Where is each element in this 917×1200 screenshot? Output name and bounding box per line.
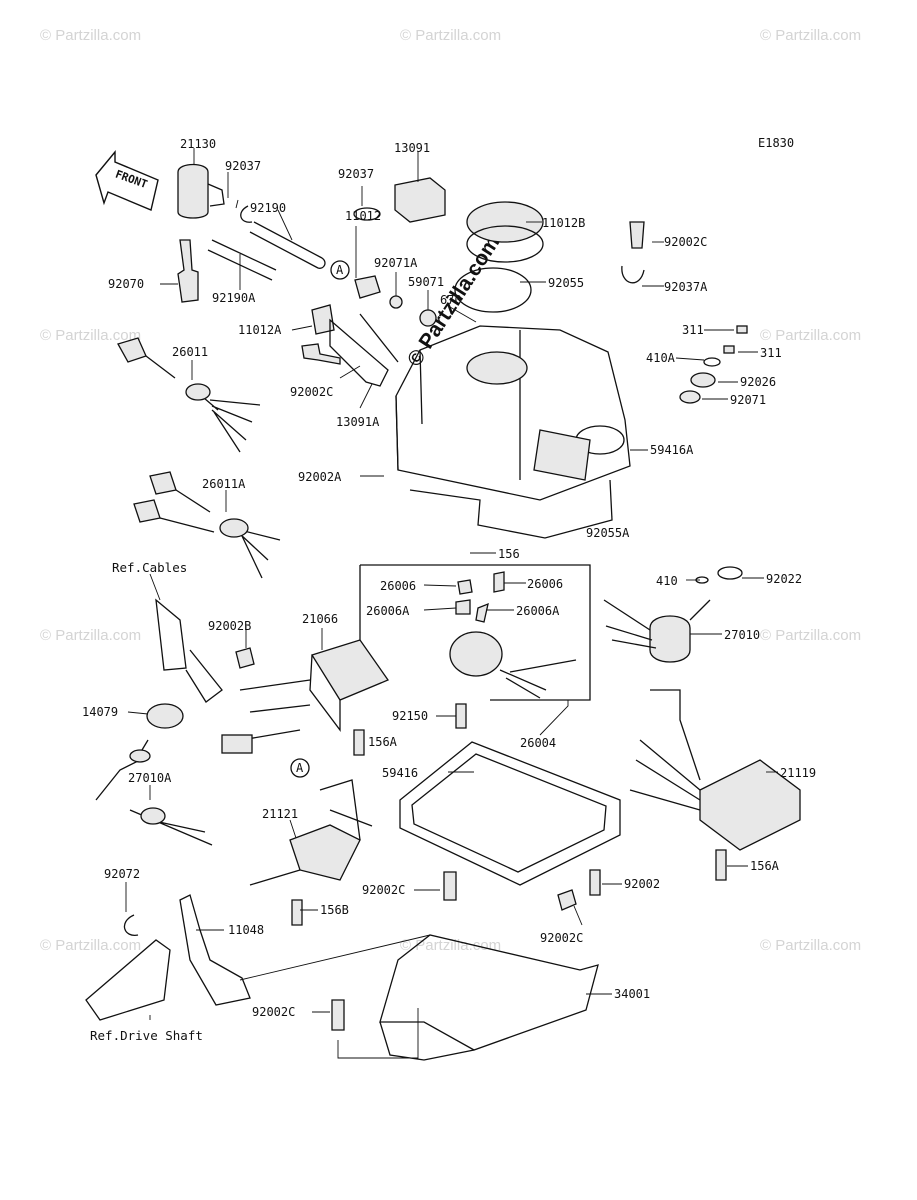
part-label: 92002C — [252, 1005, 295, 1019]
part-label: 11012B — [542, 216, 585, 230]
ref-label-drive-shaft: Ref.Drive Shaft — [90, 1028, 203, 1043]
part-label: 92070 — [108, 277, 144, 291]
part-label: 27010A — [128, 771, 172, 785]
part-label: 311 — [682, 323, 704, 337]
part-label: 670 — [440, 293, 462, 307]
part-label: 21119 — [780, 766, 816, 780]
part-label: 92055 — [548, 276, 584, 290]
part-label: 92190A — [212, 291, 256, 305]
part-label: 21121 — [262, 807, 298, 821]
part-label: 92150 — [392, 709, 428, 723]
part-label: 59071 — [408, 275, 444, 289]
watermark: © Partzilla.com — [760, 327, 861, 344]
callout-a: A — [336, 263, 344, 277]
part-label: 92055A — [586, 526, 630, 540]
part-label: 21066 — [302, 612, 338, 626]
watermark: © Partzilla.com — [40, 937, 141, 954]
part-label: 26006 — [380, 579, 416, 593]
watermark: © Partzilla.com — [40, 327, 141, 344]
part-label: 27010 — [724, 628, 760, 642]
part-label: 92071 — [730, 393, 766, 407]
part-label: 59416 — [382, 766, 418, 780]
watermarks: © Partzilla.com © Partzilla.com © Partzi… — [40, 27, 861, 954]
part-label: 11012 — [345, 209, 381, 223]
part-label: 26011A — [202, 477, 246, 491]
part-label: 92002C — [290, 385, 333, 399]
part-label: 92037 — [225, 159, 261, 173]
watermark: © Partzilla.com — [760, 27, 861, 44]
part-label: 34001 — [614, 987, 650, 1001]
part-label: 59416A — [650, 443, 694, 457]
part-label: 92072 — [104, 867, 140, 881]
part-label: 26006A — [366, 604, 410, 618]
watermark: © Partzilla.com — [760, 937, 861, 954]
diagram-code: E1830 — [758, 136, 794, 150]
part-label: 156B — [320, 903, 349, 917]
part-label: 92002B — [208, 619, 251, 633]
callout-a: A — [296, 761, 304, 775]
part-label: 156 — [498, 547, 520, 561]
part-label: 92037A — [664, 280, 708, 294]
wiring-parts-drawing — [85, 260, 389, 1021]
part-label: 92002 — [624, 877, 660, 891]
part-label: 11012A — [238, 323, 282, 337]
part-label: 92026 — [740, 375, 776, 389]
part-label: 156A — [368, 735, 398, 749]
part-labels: 21130 92037 92190 92190A 92070 13091 920… — [82, 137, 816, 1019]
part-label: 311 — [760, 346, 782, 360]
ref-label-cables: Ref.Cables — [112, 560, 187, 575]
controller-parts-drawing — [331, 564, 801, 1061]
part-label: 156A — [750, 859, 780, 873]
leader-lines — [125, 148, 778, 1059]
part-label: 92022 — [766, 572, 802, 586]
part-label: 26011 — [172, 345, 208, 359]
part-label: 14079 — [82, 705, 118, 719]
part-label: 410 — [656, 574, 678, 588]
front-arrow-icon: FRONT — [95, 150, 159, 211]
watermark: © Partzilla.com — [40, 27, 141, 44]
part-label: 92190 — [250, 201, 286, 215]
part-label: 92002A — [298, 470, 342, 484]
part-label: 92002C — [664, 235, 707, 249]
part-label: 92071A — [374, 256, 418, 270]
part-label: 11048 — [228, 923, 264, 937]
watermark: © Partzilla.com — [760, 627, 861, 644]
part-label: 13091A — [336, 415, 380, 429]
part-label: 13091 — [394, 141, 430, 155]
part-label: 92002C — [362, 883, 405, 897]
electrical-case-drawing — [395, 221, 748, 539]
watermark: © Partzilla.com — [40, 627, 141, 644]
ignition-parts-drawing — [117, 163, 544, 453]
part-label: 92037 — [338, 167, 374, 181]
part-label: 410A — [646, 351, 676, 365]
part-label: 26006A — [516, 604, 560, 618]
watermark: © Partzilla.com — [400, 937, 501, 954]
part-label: 21130 — [180, 137, 216, 151]
watermark: © Partzilla.com — [400, 27, 501, 44]
part-label: 26006 — [527, 577, 563, 591]
part-label: 26004 — [520, 736, 556, 750]
part-label: 92002C — [540, 931, 583, 945]
